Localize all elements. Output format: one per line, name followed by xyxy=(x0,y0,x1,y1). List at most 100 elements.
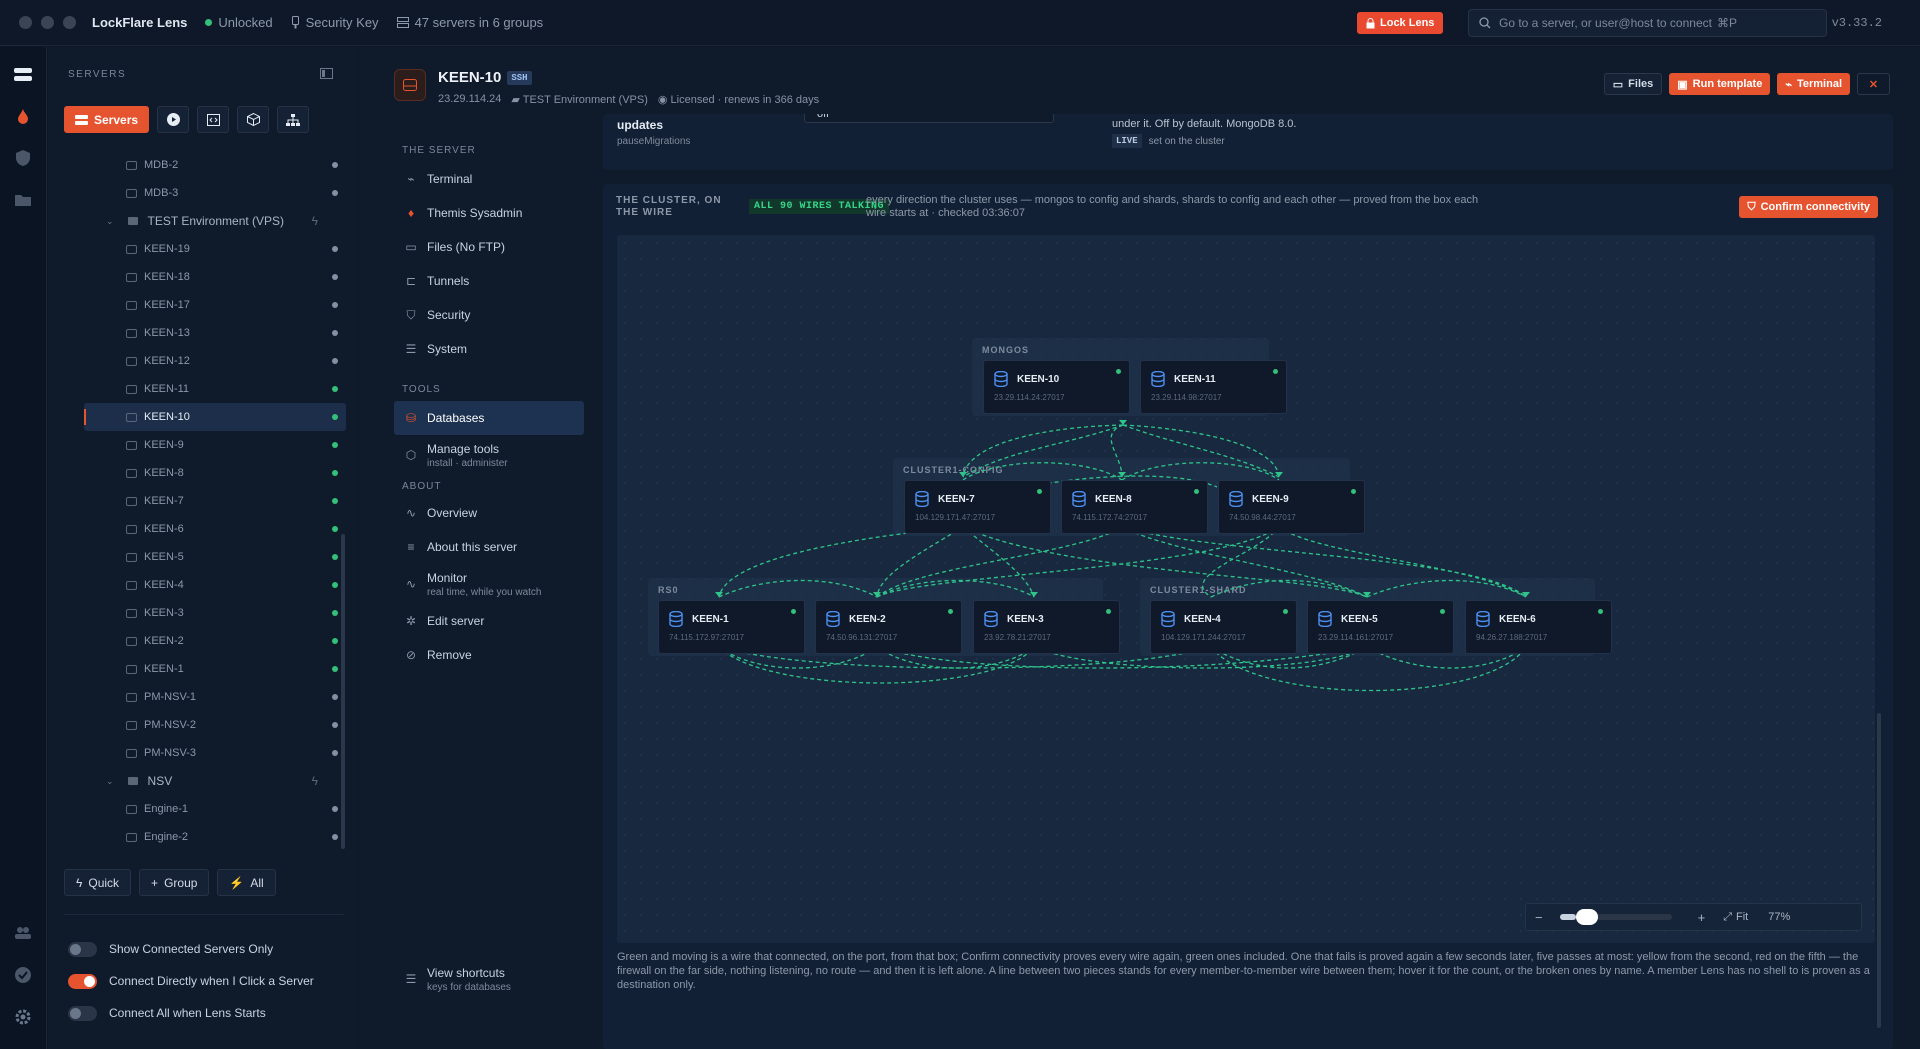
wire-line[interactable] xyxy=(718,579,878,598)
tree-server-keen-13[interactable]: KEEN-13 xyxy=(84,319,346,347)
tree-server-keen-19[interactable]: KEEN-19 xyxy=(84,235,346,263)
tree-server-keen-1[interactable]: KEEN-1 xyxy=(84,655,346,683)
wire-line[interactable] xyxy=(718,646,1212,669)
chevron-down-icon[interactable]: ⌄ xyxy=(106,775,114,786)
wire-line[interactable] xyxy=(1210,646,1527,692)
tree-server-keen-6[interactable]: KEEN-6 xyxy=(84,515,346,543)
nav-about-server[interactable]: ≡About this server xyxy=(394,530,584,564)
bolt-icon[interactable]: ϟ xyxy=(311,774,318,788)
toggle-switch[interactable] xyxy=(68,941,97,957)
wire-line[interactable] xyxy=(962,526,1368,598)
close-server-button[interactable]: ✕ xyxy=(1857,73,1890,95)
sidebar-scrollbar[interactable] xyxy=(341,534,345,849)
shield-rail-icon[interactable] xyxy=(13,148,33,168)
wire-line[interactable] xyxy=(876,579,1035,598)
tab-servers[interactable]: Servers xyxy=(64,106,150,133)
nav-files[interactable]: ▭Files (No FTP) xyxy=(394,230,584,264)
tree-server-mdb-3[interactable]: MDB-3 xyxy=(84,179,346,207)
wire-line[interactable] xyxy=(1366,579,1527,598)
tree-server-keen-2[interactable]: KEEN-2 xyxy=(84,627,346,655)
users-rail-icon[interactable] xyxy=(13,923,33,943)
tree-server-mdb-2[interactable]: MDB-2 xyxy=(84,151,346,179)
tab-play[interactable] xyxy=(157,106,190,133)
wire-line[interactable] xyxy=(962,424,1124,478)
wire-line[interactable] xyxy=(962,462,1123,481)
tree-server-pm-nsv-1[interactable]: PM-NSV-1 xyxy=(84,683,346,711)
tree-server-keen-18[interactable]: KEEN-18 xyxy=(84,263,346,291)
wire-line[interactable] xyxy=(718,646,1035,684)
wire-line[interactable] xyxy=(1278,526,1527,598)
nav-edit-server[interactable]: ✲Edit server xyxy=(394,604,584,638)
flame-rail-icon[interactable] xyxy=(13,106,33,126)
lock-lens-button[interactable]: Lock Lens xyxy=(1357,12,1444,34)
run-template-button[interactable]: ▣Run template xyxy=(1669,73,1771,95)
wire-line[interactable] xyxy=(718,526,964,598)
topology-canvas[interactable]: MONGOS CLUSTER1-CONFIG RS0 CLUSTER1-SHAR… xyxy=(617,235,1875,943)
tree-server-keen-8[interactable]: KEEN-8 xyxy=(84,459,346,487)
setting-select[interactable]: off xyxy=(804,114,1054,123)
wire-line[interactable] xyxy=(1366,646,1527,669)
maximize-window-button[interactable] xyxy=(63,16,76,29)
wire-line[interactable] xyxy=(962,526,1035,598)
wire-line[interactable] xyxy=(876,526,964,598)
main-scrollbar[interactable] xyxy=(1877,713,1881,1028)
wire-line[interactable] xyxy=(1122,424,1280,478)
tree-server-keen-4[interactable]: KEEN-4 xyxy=(84,571,346,599)
toggle-connect-all[interactable]: Connect All when Lens Starts xyxy=(68,997,314,1029)
close-window-button[interactable] xyxy=(19,16,32,29)
tab-code[interactable] xyxy=(197,106,230,133)
tree-server-keen-9[interactable]: KEEN-9 xyxy=(84,431,346,459)
nav-remove[interactable]: ⊘Remove xyxy=(394,638,584,672)
tree-server-keen-3[interactable]: KEEN-3 xyxy=(84,599,346,627)
wire-line[interactable] xyxy=(1121,526,1368,598)
zoom-in-button[interactable]: + xyxy=(1697,909,1706,925)
tree-server-pm-nsv-3[interactable]: PM-NSV-3 xyxy=(84,739,346,767)
wire-line[interactable] xyxy=(1110,424,1124,478)
tab-topology[interactable] xyxy=(277,106,310,133)
collapse-sidebar-icon[interactable] xyxy=(320,68,333,82)
security-key[interactable]: Security Key xyxy=(291,15,379,30)
tree-server-keen-10[interactable]: KEEN-10 xyxy=(84,403,346,431)
zoom-slider[interactable] xyxy=(1559,909,1672,925)
tree-server-keen-12[interactable]: KEEN-12 xyxy=(84,347,346,375)
folder-rail-icon[interactable] xyxy=(13,189,33,209)
connect-all-button[interactable]: ⚡All xyxy=(217,869,276,896)
tree-group[interactable]: ⌄TEST Environment (VPS)ϟ xyxy=(84,207,346,235)
tree-server-keen-5[interactable]: KEEN-5 xyxy=(84,543,346,571)
wire-line[interactable] xyxy=(876,526,1280,598)
tree-server-engine-2[interactable]: Engine-2 xyxy=(84,823,346,851)
nav-security[interactable]: ⛉Security xyxy=(394,298,584,332)
toggle-switch[interactable] xyxy=(68,1005,97,1021)
tab-package[interactable] xyxy=(237,106,270,133)
settings-gear-icon[interactable] xyxy=(13,1007,33,1027)
wire-line[interactable] xyxy=(962,424,1124,478)
wire-line[interactable] xyxy=(876,646,1035,669)
wire-line[interactable] xyxy=(1210,579,1368,598)
terminal-button[interactable]: ⌁Terminal xyxy=(1777,73,1850,95)
wire-line[interactable] xyxy=(718,646,878,669)
nav-databases[interactable]: ⛁Databases xyxy=(394,401,584,435)
toggle-switch[interactable] xyxy=(68,973,97,989)
confirm-connectivity-button[interactable]: ⛉Confirm connectivity xyxy=(1739,196,1878,218)
tree-server-pm-nsv-2[interactable]: PM-NSV-2 xyxy=(84,711,346,739)
nav-themis[interactable]: ♦Themis Sysadmin xyxy=(394,196,584,230)
toggle-show-connected[interactable]: Show Connected Servers Only xyxy=(68,933,314,965)
tree-server-keen-7[interactable]: KEEN-7 xyxy=(84,487,346,515)
files-button[interactable]: ▭Files xyxy=(1603,73,1663,95)
